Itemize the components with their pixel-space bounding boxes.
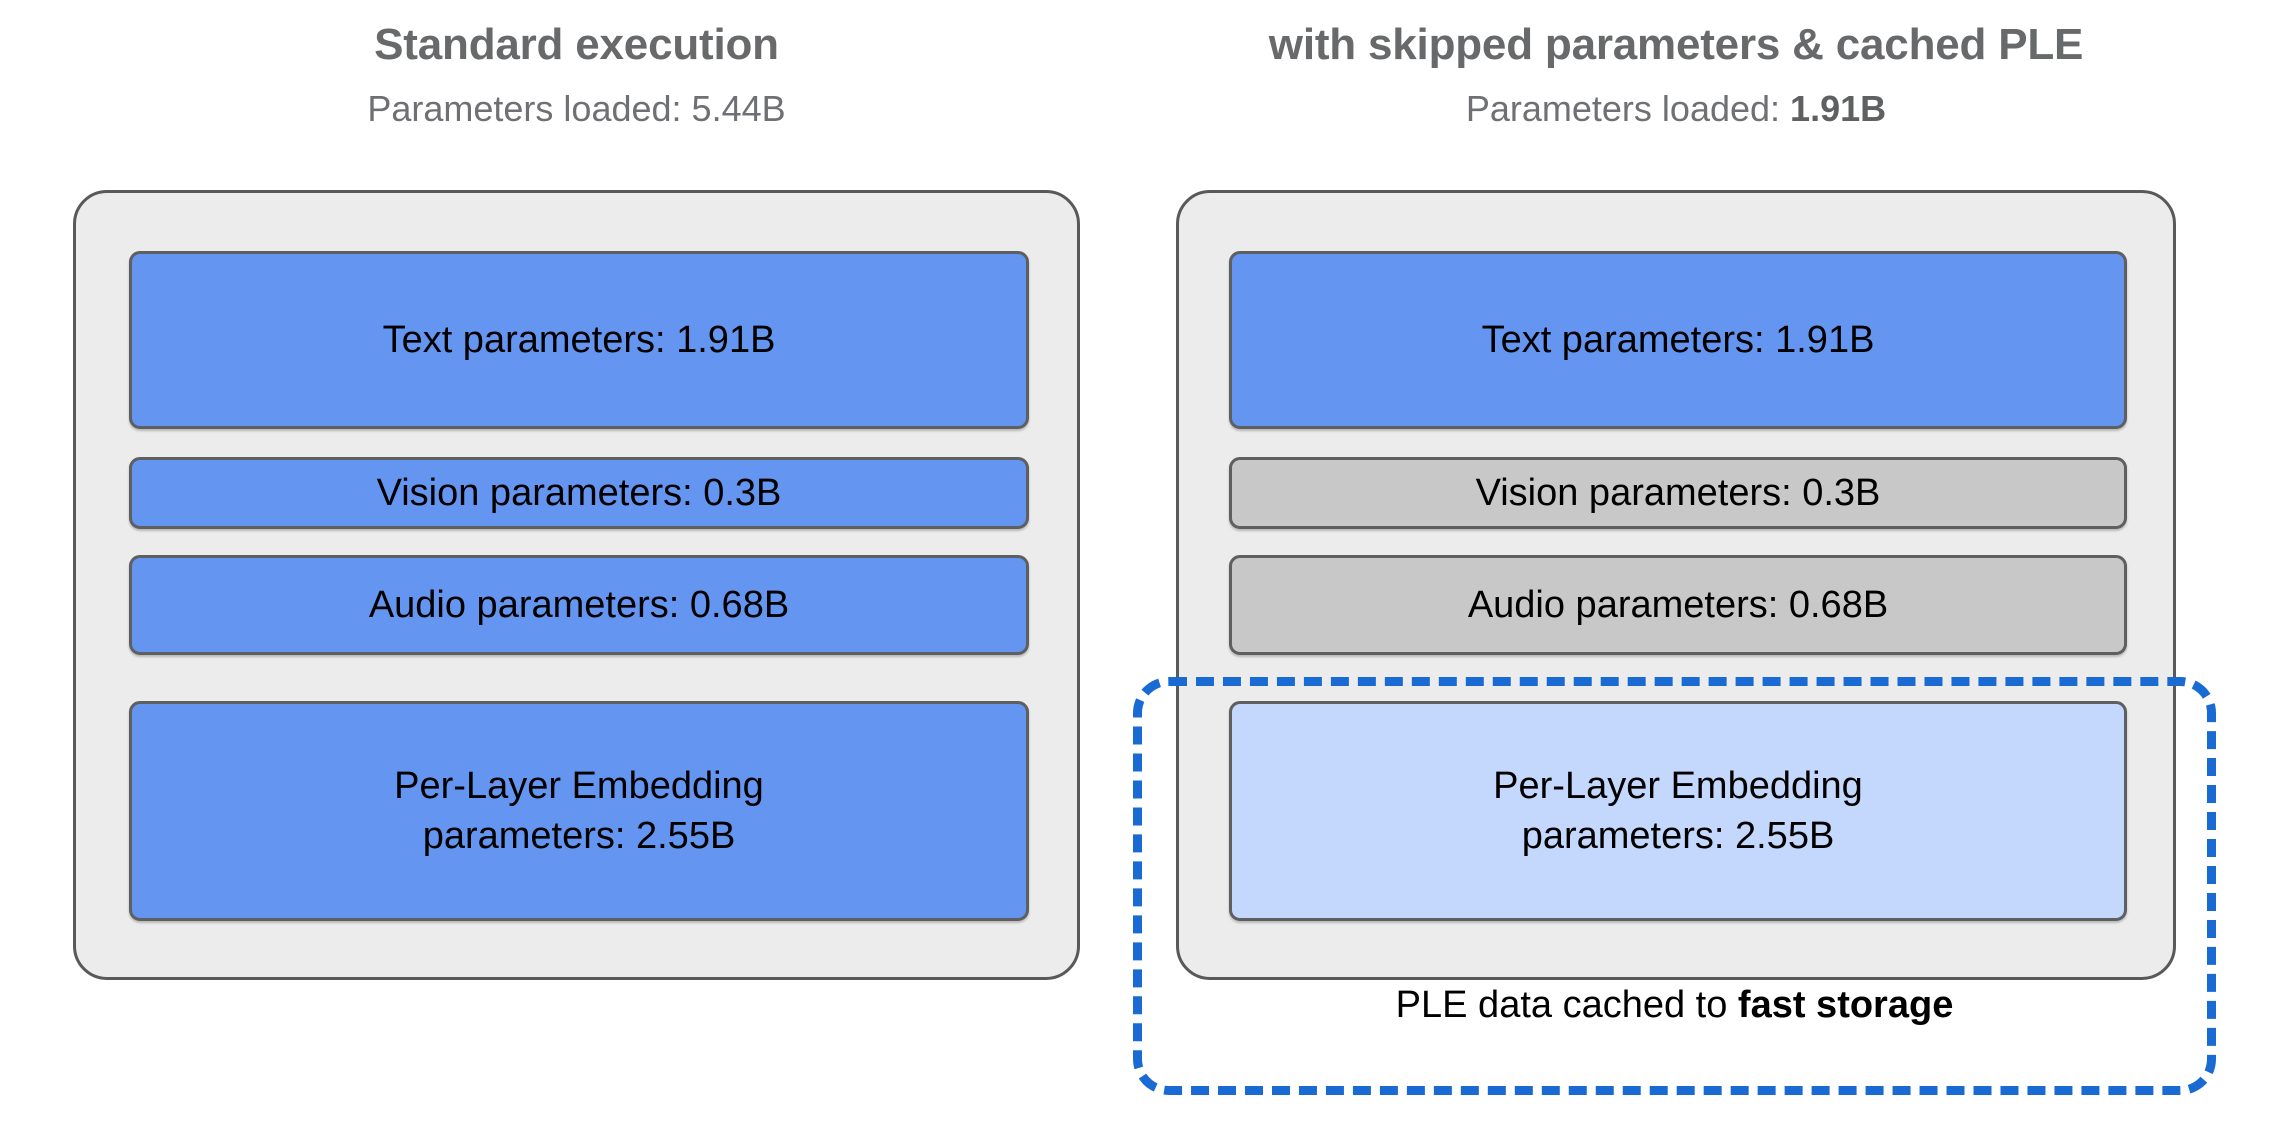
param-block-audio-optimized: Audio parameters: 0.68B <box>1229 555 2127 655</box>
column-header-optimized: with skipped parameters & cached PLE Par… <box>1176 20 2176 130</box>
cache-caption-prefix: PLE data cached to <box>1395 984 1738 1026</box>
column-subtitle-optimized-prefix: Parameters loaded: <box>1465 88 1791 130</box>
param-block-vision-standard: Vision parameters: 0.3B <box>129 457 1029 529</box>
cache-caption-emphasis: fast storage <box>1737 984 1954 1026</box>
column-header-standard: Standard execution Parameters loaded: 5.… <box>73 20 1080 130</box>
column-subtitle-standard-prefix: Parameters loaded: <box>367 88 692 130</box>
model-container-optimized: Text parameters: 1.91B Vision parameters… <box>1176 190 2176 980</box>
column-subtitle-optimized-value: 1.91B <box>1790 88 1887 130</box>
param-block-text-optimized: Text parameters: 1.91B <box>1229 251 2127 429</box>
param-block-text-standard: Text parameters: 1.91B <box>129 251 1029 429</box>
model-container-standard: Text parameters: 1.91B Vision parameters… <box>73 190 1080 980</box>
cache-region-caption: PLE data cached to fast storage <box>1133 982 2216 1030</box>
column-title-optimized: with skipped parameters & cached PLE <box>1268 20 2084 69</box>
column-subtitle-optimized: Parameters loaded: 1.91B <box>1176 87 2176 130</box>
column-subtitle-standard-value: 5.44B <box>691 88 786 130</box>
param-block-vision-optimized: Vision parameters: 0.3B <box>1229 457 2127 529</box>
column-title-standard: Standard execution <box>374 20 779 69</box>
param-block-audio-standard: Audio parameters: 0.68B <box>129 555 1029 655</box>
column-subtitle-standard: Parameters loaded: 5.44B <box>73 87 1080 130</box>
